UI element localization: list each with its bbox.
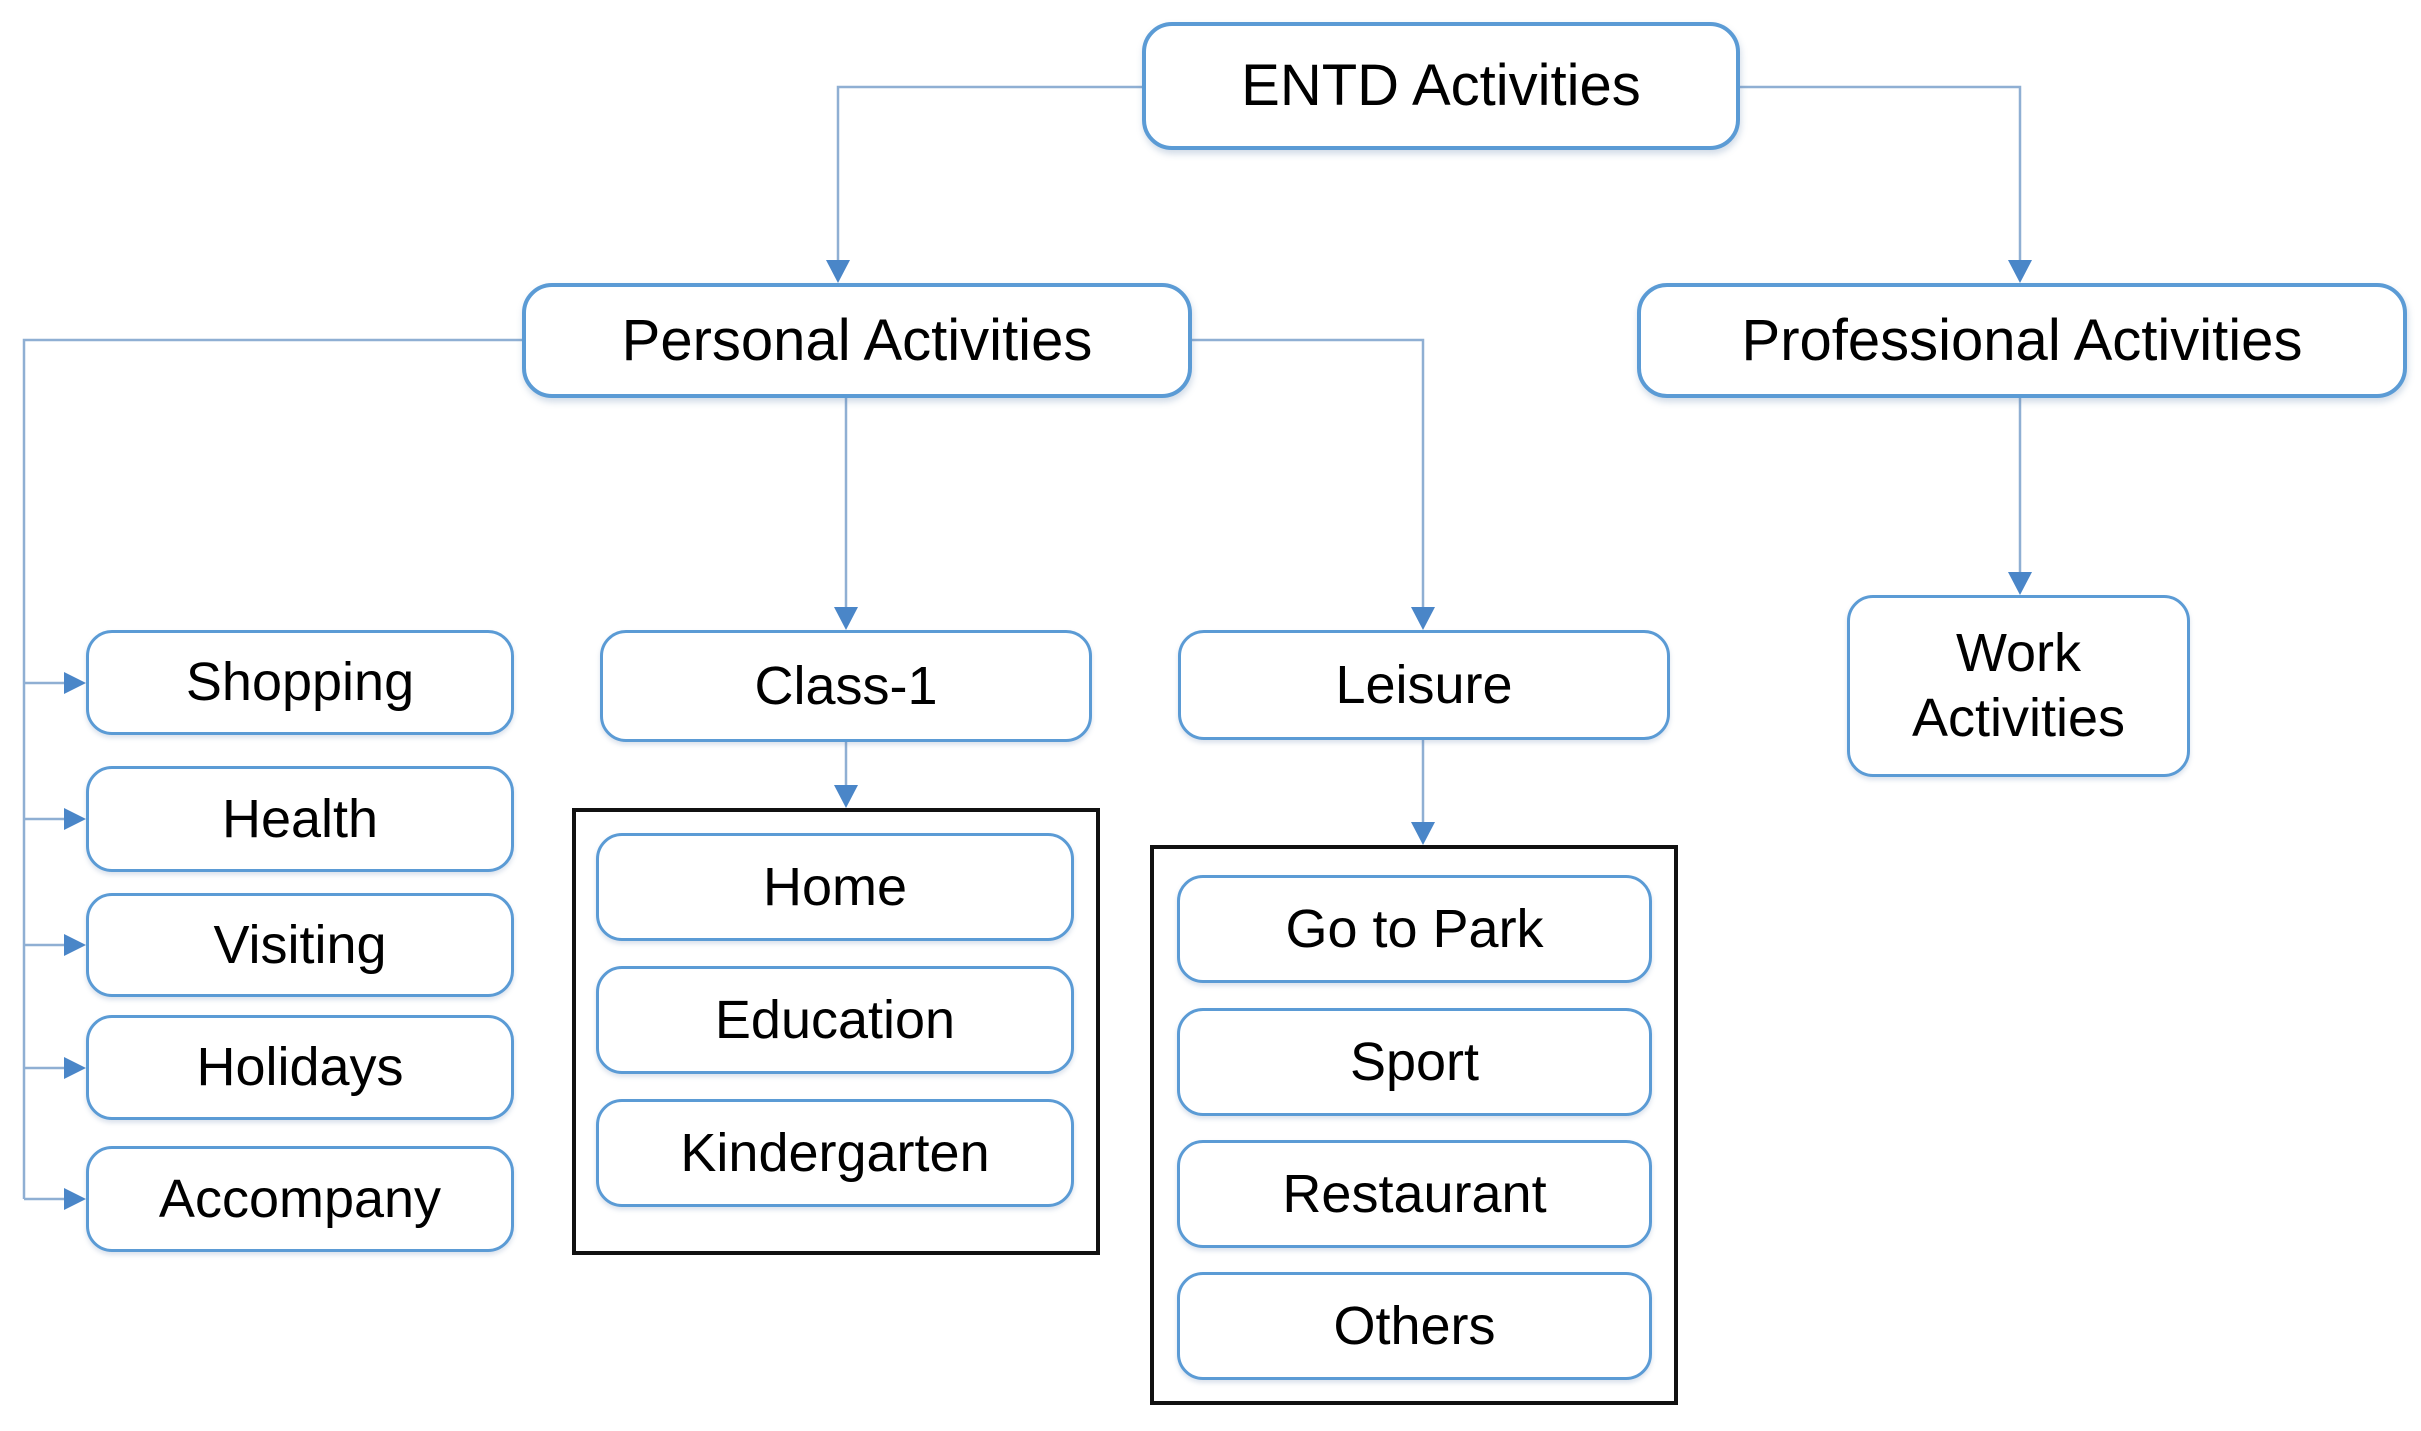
node-work-activities: Work Activities [1847,595,2190,777]
node-health: Health [86,766,514,872]
node-leisure: Leisure [1178,630,1670,740]
node-restaurant: Restaurant [1177,1140,1652,1248]
arrowhead-accompany [64,1188,86,1210]
node-home: Home [596,833,1074,941]
connector-entd-to-personal [836,85,1142,260]
arrowhead-leisure [1411,607,1435,630]
arrowhead-health [64,808,86,830]
node-kindergarten: Kindergarten [596,1099,1074,1207]
node-visiting: Visiting [86,893,514,997]
node-shopping: Shopping [86,630,514,735]
arrowhead-shopping [64,672,86,694]
connector-personal-to-leisure [1192,338,1425,607]
arrowhead-leisure-group [1411,822,1435,845]
node-accompany: Accompany [86,1146,514,1252]
node-personal-activities: Personal Activities [522,283,1192,398]
node-professional-activities: Professional Activities [1637,283,2407,398]
arrowhead-work [2008,572,2032,595]
arrowhead-personal [826,260,850,283]
node-others: Others [1177,1272,1652,1380]
connector-personal-left-rail [22,338,522,1199]
node-go-to-park: Go to Park [1177,875,1652,983]
arrowhead-holidays [64,1057,86,1079]
arrowhead-professional [2008,260,2032,283]
arrowhead-class1-group [834,785,858,808]
node-holidays: Holidays [86,1015,514,1120]
connector-entd-to-professional [1740,85,2022,260]
node-entd-activities: ENTD Activities [1142,22,1740,150]
node-sport: Sport [1177,1008,1652,1116]
arrowhead-visiting [64,934,86,956]
arrowhead-class1 [834,607,858,630]
node-class-1: Class-1 [600,630,1092,742]
node-education: Education [596,966,1074,1074]
